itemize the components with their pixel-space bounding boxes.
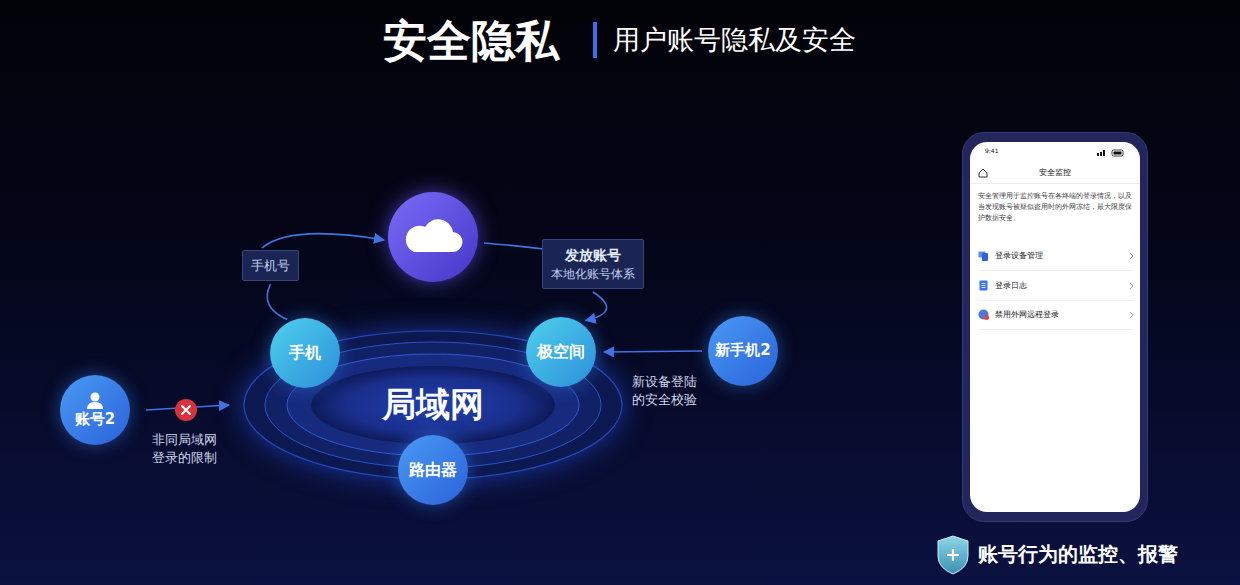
shield-icon [938,536,968,574]
cloud-icon [406,219,463,252]
menu-row: 登录设备管理 [978,241,1134,271]
icon [1097,149,1125,157]
device-circle: 极空间 [526,317,596,387]
node-text: 本地化账号体系 [551,265,635,283]
node-text: 禁用外网远程登录 [995,310,1129,320]
title: 安全隐私 [383,12,559,71]
account-circle: 账号2 [60,375,130,445]
arc-line [484,243,544,249]
node-text: 新手机2 [715,342,770,359]
node-text: 发放账号 [551,245,635,265]
header-divider [970,183,1140,184]
arc-line [262,234,384,248]
icon [1129,282,1134,290]
device-circle: 新手机2 [708,316,778,386]
subtitle: 用户账号隐私及安全 [613,22,856,58]
node-text: 登录日志 [995,281,1129,291]
icon [1129,311,1134,319]
node-text: 极空间 [537,343,585,361]
note-label: 新设备登陆 的安全校验 [632,373,701,409]
icon [978,309,989,320]
description-text: 安全管理用于监控账号在各终端的登录情况，以及当发现账号被疑似盗用时的外网冻结，最… [978,191,1134,224]
phone-mockup: 9:41 安全监控安全管理用于监控账号在各终端的登录情况，以及当发现账号被疑似盗用… [962,132,1148,522]
icon [978,250,989,261]
menu-row: 禁用外网远程登录 [978,300,1134,330]
note-label: 非同局域网 登录的限制 [150,431,219,467]
device-circle: 手机 [270,318,340,388]
device-circle: 路由器 [398,435,468,505]
label-box: 发放账号本地化账号体系 [542,239,644,289]
title-divider [593,22,597,58]
icon [978,168,988,178]
node-text: 路由器 [409,461,457,479]
icon [978,280,989,291]
connector [267,284,287,319]
node-text: 登录设备管理 [995,251,1129,261]
node-text: 手机号 [251,256,290,275]
block-mark [182,406,190,414]
screen-text: 9:41 [985,147,998,154]
feature-caption: 账号行为的监控、报警 [978,541,1178,568]
icon [1129,252,1134,260]
node-text: 局域网 [382,382,484,428]
label-box: 手机号 [242,250,299,281]
menu-row: 登录日志 [978,271,1134,301]
node-text: 手机 [289,344,321,362]
block-mark [175,399,197,421]
screen-text: 安全监控 [970,167,1140,178]
connector [604,351,702,352]
connector [586,292,607,321]
node-text: 账号2 [75,411,115,428]
icon [85,392,105,410]
cloud-circle [388,192,478,282]
shield-icon [947,549,959,561]
